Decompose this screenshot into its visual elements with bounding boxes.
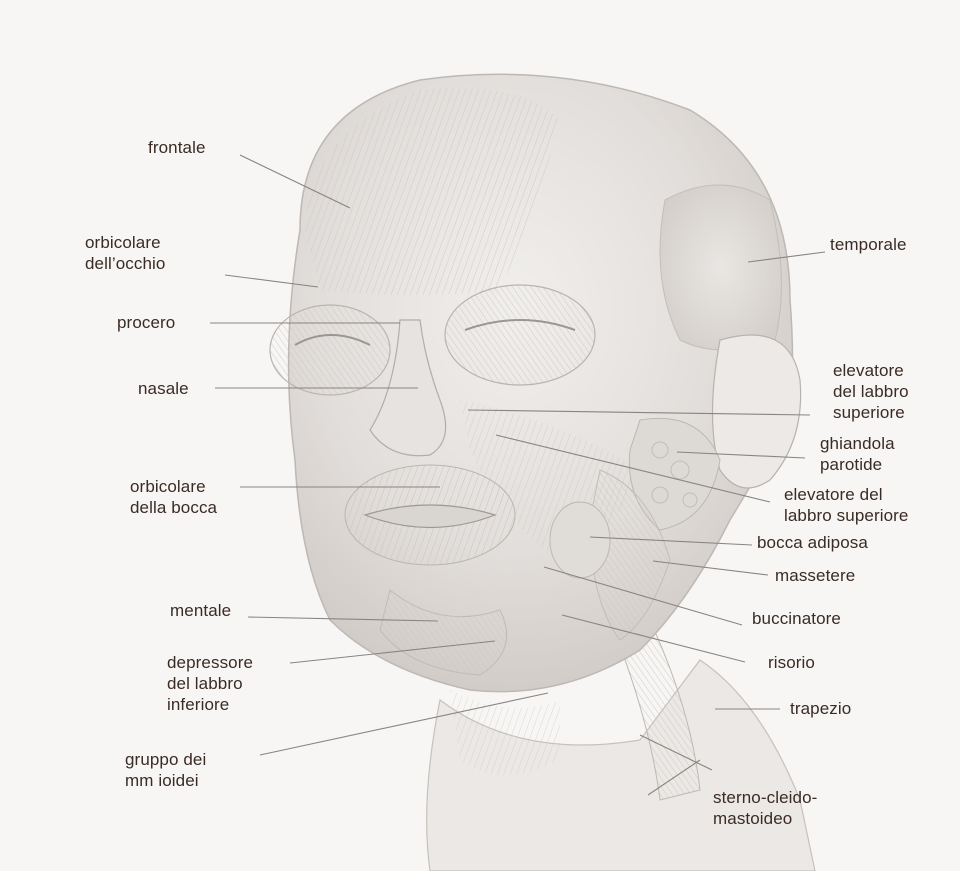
label-nasale-text: nasale: [138, 378, 189, 399]
label-depressore-line2: del labbro: [167, 673, 253, 694]
label-elevatore-1: elevatore del labbro superiore: [833, 360, 909, 423]
label-orbicolare-occhio-line1: orbicolare: [85, 232, 165, 253]
label-elevatore-1-line3: superiore: [833, 402, 909, 423]
label-parotide: ghiandola parotide: [820, 433, 895, 475]
label-orbicolare-bocca-line1: orbicolare: [130, 476, 217, 497]
label-depressore: depressore del labbro inferiore: [167, 652, 253, 715]
label-orbicolare-bocca-line2: della bocca: [130, 497, 217, 518]
label-buccinatore: buccinatore: [752, 608, 841, 629]
label-bocca-adiposa-text: bocca adiposa: [757, 532, 868, 553]
label-risorio: risorio: [768, 652, 815, 673]
label-elevatore-1-line1: elevatore: [833, 360, 909, 381]
label-mentale: mentale: [170, 600, 231, 621]
label-orbicolare-bocca: orbicolare della bocca: [130, 476, 217, 518]
label-bocca-adiposa: bocca adiposa: [757, 532, 868, 553]
label-sterno-line2: mastoideo: [713, 808, 817, 829]
label-procero: procero: [117, 312, 175, 333]
label-sterno-line1: sterno-cleido-: [713, 787, 817, 808]
label-orbicolare-occhio: orbicolare dell’occhio: [85, 232, 165, 274]
label-parotide-line2: parotide: [820, 454, 895, 475]
label-elevatore-2: elevatore del labbro superiore: [784, 484, 908, 526]
label-sterno: sterno-cleido- mastoideo: [713, 787, 817, 829]
label-nasale: nasale: [138, 378, 189, 399]
label-elevatore-1-line2: del labbro: [833, 381, 909, 402]
temporal-muscle-shape: [660, 185, 781, 350]
buccal-fat-shape: [550, 502, 610, 578]
label-ioidei-line2: mm ioidei: [125, 770, 206, 791]
ear-shape: [713, 335, 801, 488]
label-frontale-text: frontale: [148, 137, 206, 158]
right-eye-orbicularis: [445, 285, 595, 385]
label-depressore-line1: depressore: [167, 652, 253, 673]
label-ioidei-line1: gruppo dei: [125, 749, 206, 770]
label-orbicolare-occhio-line2: dell’occhio: [85, 253, 165, 274]
label-frontale: frontale: [148, 137, 206, 158]
label-massetere: massetere: [775, 565, 855, 586]
label-trapezio: trapezio: [790, 698, 851, 719]
label-procero-text: procero: [117, 312, 175, 333]
label-mentale-text: mentale: [170, 600, 231, 621]
label-depressore-line3: inferiore: [167, 694, 253, 715]
label-trapezio-text: trapezio: [790, 698, 851, 719]
label-ioidei: gruppo dei mm ioidei: [125, 749, 206, 791]
label-massetere-text: massetere: [775, 565, 855, 586]
label-elevatore-2-line1: elevatore del: [784, 484, 908, 505]
left-eye-orbicularis: [270, 305, 390, 395]
label-buccinatore-text: buccinatore: [752, 608, 841, 629]
label-risorio-text: risorio: [768, 652, 815, 673]
label-elevatore-2-line2: labbro superiore: [784, 505, 908, 526]
label-temporale-text: temporale: [830, 234, 907, 255]
label-parotide-line1: ghiandola: [820, 433, 895, 454]
label-temporale: temporale: [830, 234, 907, 255]
